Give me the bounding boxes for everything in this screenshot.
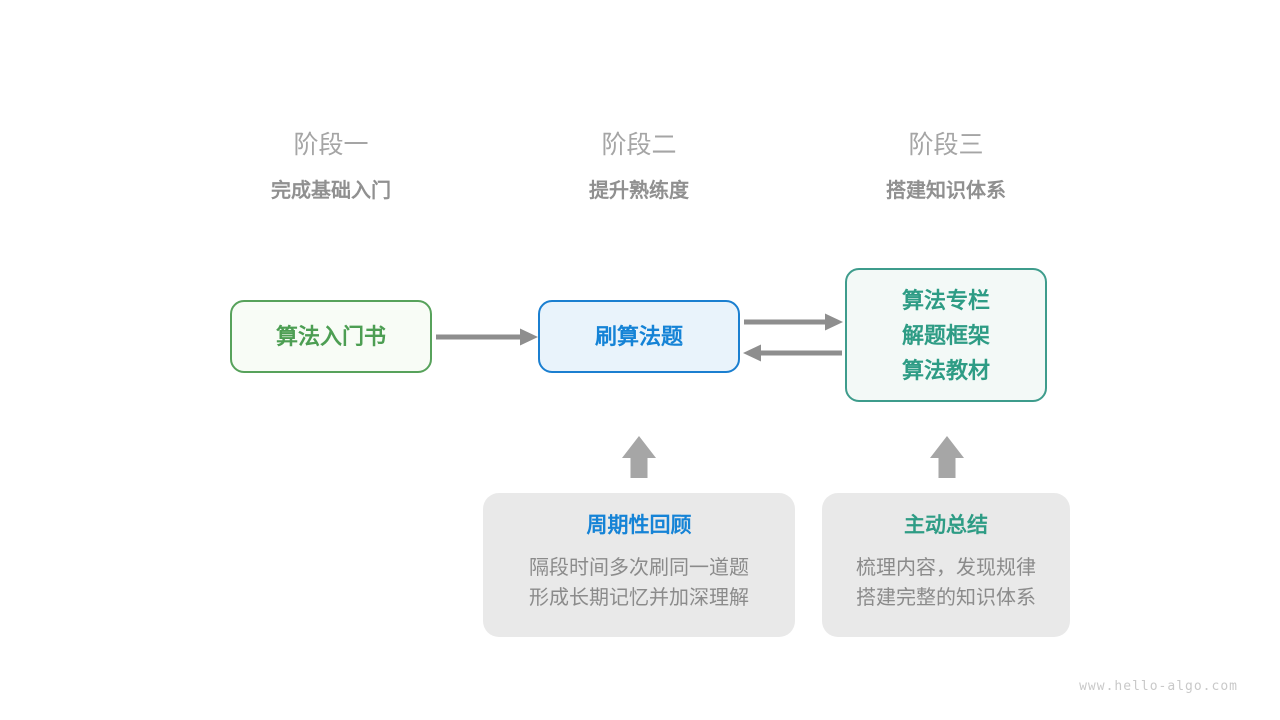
- arrow-resources-to-practice-icon: [743, 344, 842, 362]
- stage-3-subtitle: 搭建知识体系: [886, 180, 1006, 202]
- node-intro-book-label: 算法入门书: [275, 324, 386, 349]
- node-practice-problems: 刷算法题: [538, 300, 740, 373]
- node-resources-line-3: 算法教材: [901, 357, 990, 383]
- stage-1-subtitle: 完成基础入门: [271, 180, 391, 202]
- stage-2-label: 阶段二: [601, 131, 677, 159]
- stage-2-header: 阶段二 提升熟练度: [589, 131, 689, 203]
- callout-active-summary-line-2: 搭建完整的知识体系: [856, 587, 1036, 609]
- stage-2-subtitle: 提升熟练度: [589, 180, 689, 202]
- node-resources-line-1: 算法专栏: [901, 287, 990, 313]
- watermark: www.hello-algo.com: [1079, 679, 1238, 694]
- node-practice-problems-label: 刷算法题: [594, 324, 683, 349]
- up-arrow-review-icon: [622, 436, 656, 478]
- stage-1-label: 阶段一: [293, 131, 369, 159]
- callout-active-summary-body: 梳理内容，发现规律 搭建完整的知识体系: [822, 553, 1070, 613]
- arrow-intro-to-practice-icon: [436, 328, 538, 346]
- callout-active-summary: 主动总结 梳理内容，发现规律 搭建完整的知识体系: [822, 493, 1070, 637]
- callout-periodic-review: 周期性回顾 隔段时间多次刷同一道题 形成长期记忆并加深理解: [483, 493, 795, 637]
- callout-active-summary-title: 主动总结: [904, 514, 988, 537]
- callout-periodic-review-title: 周期性回顾: [586, 514, 692, 537]
- node-intro-book: 算法入门书: [230, 300, 432, 373]
- arrow-practice-to-resources-icon: [744, 313, 843, 331]
- stage-3-label: 阶段三: [908, 131, 984, 159]
- node-resources-line-2: 解题框架: [901, 322, 990, 348]
- up-arrow-summarize-icon: [930, 436, 964, 478]
- stage-3-header: 阶段三 搭建知识体系: [886, 131, 1006, 203]
- node-knowledge-resources: 算法专栏 解题框架 算法教材: [845, 268, 1047, 402]
- callout-periodic-review-body: 隔段时间多次刷同一道题 形成长期记忆并加深理解: [483, 553, 795, 613]
- callout-periodic-review-line-2: 形成长期记忆并加深理解: [529, 587, 749, 609]
- callout-active-summary-line-1: 梳理内容，发现规律: [856, 557, 1036, 579]
- callout-periodic-review-line-1: 隔段时间多次刷同一道题: [529, 557, 749, 579]
- stage-1-header: 阶段一 完成基础入门: [271, 131, 391, 203]
